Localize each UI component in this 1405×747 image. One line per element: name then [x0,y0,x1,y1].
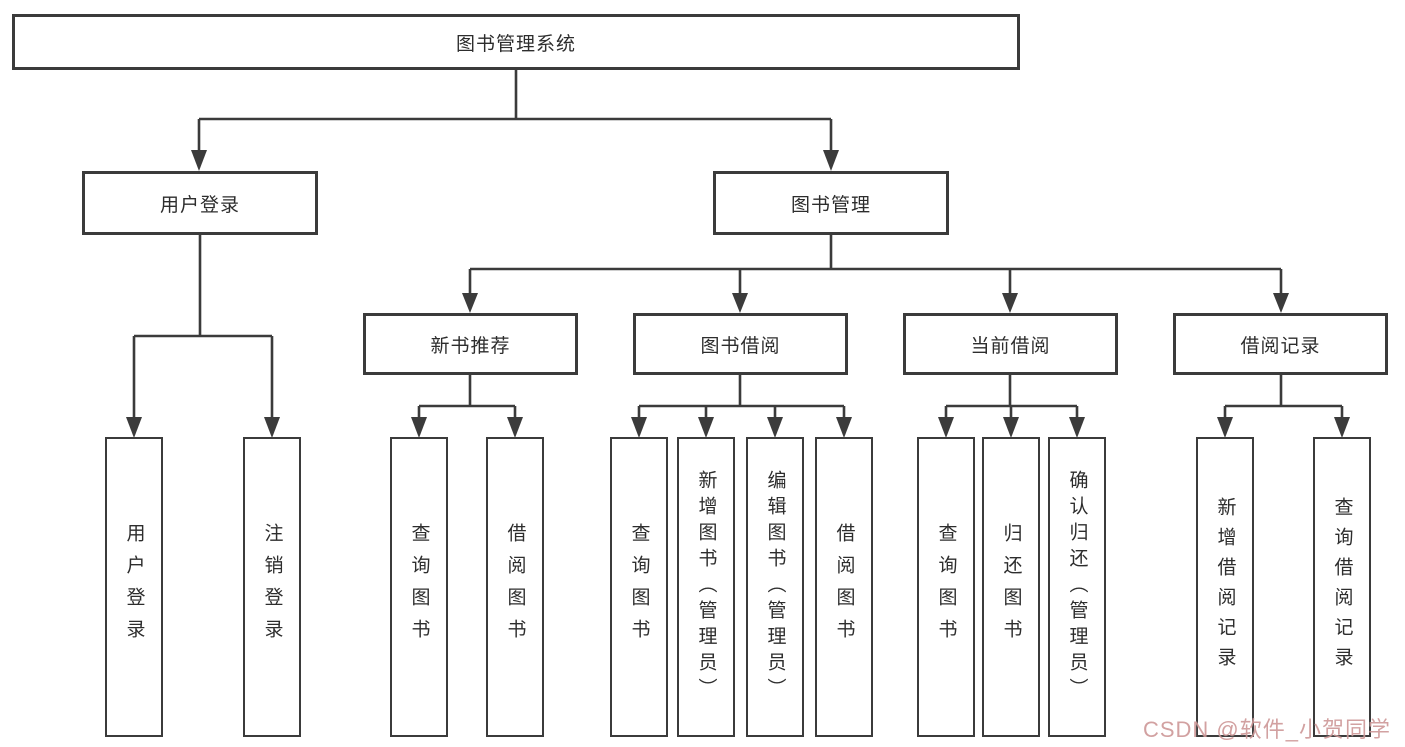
leaf-label: 借阅图书 [833,523,855,651]
node-label: 图书借阅 [700,335,781,357]
leaf-label: 确认归还（管理员） [1066,470,1088,704]
node-label: 新书推荐 [430,335,511,357]
node-root: 图书管理系统 [12,14,1020,70]
arrow-down-icon [191,150,207,171]
leaf-label: 用户登录 [123,523,145,651]
leaf-label: 查询借阅记录 [1331,497,1353,677]
leaf-query-borrow-record: 查询借阅记录 [1313,437,1371,737]
arrow-down-icon [823,150,839,171]
leaf-label: 注销登录 [261,523,283,651]
leaf-edit-book-admin: 编辑图书（管理员） [746,437,804,737]
arrow-down-icon [1217,417,1233,438]
node-current-borrow: 当前借阅 [903,313,1118,375]
leaf-label: 查询图书 [935,523,957,651]
arrow-down-icon [462,293,478,313]
leaf-query-book: 查询图书 [610,437,668,737]
node-book-management: 图书管理 [713,171,949,235]
arrow-down-icon [1273,293,1289,313]
leaf-borrow-book: 借阅图书 [486,437,544,737]
arrow-down-icon [1003,417,1019,438]
node-label: 用户登录 [159,194,240,216]
leaf-label: 查询图书 [628,523,650,651]
leaf-label: 归还图书 [1000,523,1022,651]
arrow-down-icon [767,417,783,438]
arrow-down-icon [507,417,523,438]
node-borrow-record: 借阅记录 [1173,313,1388,375]
arrow-down-icon [411,417,427,438]
arrow-down-icon [938,417,954,438]
leaf-label: 查询图书 [408,523,430,651]
node-label: 当前借阅 [970,335,1051,357]
node-label: 借阅记录 [1240,335,1321,357]
arrow-down-icon [126,417,142,438]
arrow-down-icon [264,417,280,438]
arrow-down-icon [1069,417,1085,438]
leaf-return-book: 归还图书 [982,437,1040,737]
leaf-query-book: 查询图书 [917,437,975,737]
arrow-down-icon [1334,417,1350,438]
tree-edges [132,70,1344,419]
leaf-confirm-return-admin: 确认归还（管理员） [1048,437,1106,737]
arrow-down-icon [631,417,647,438]
node-label: 图书管理 [790,194,871,216]
node-new-book-recommend: 新书推荐 [363,313,578,375]
leaf-logout: 注销登录 [243,437,301,737]
leaf-user-login: 用户登录 [105,437,163,737]
node-book-borrow: 图书借阅 [633,313,848,375]
leaf-label: 新增借阅记录 [1214,497,1236,677]
leaf-label: 借阅图书 [504,523,526,651]
arrow-down-icon [836,417,852,438]
arrowheads [126,150,1350,438]
arrow-down-icon [1002,293,1018,313]
leaf-query-book: 查询图书 [390,437,448,737]
arrow-down-icon [698,417,714,438]
leaf-label: 新增图书（管理员） [695,470,717,704]
leaf-borrow-book: 借阅图书 [815,437,873,737]
leaf-add-book-admin: 新增图书（管理员） [677,437,735,737]
leaf-add-borrow-record: 新增借阅记录 [1196,437,1254,737]
leaf-label: 编辑图书（管理员） [764,470,786,704]
arrow-down-icon [732,293,748,313]
node-user-login: 用户登录 [82,171,318,235]
node-root-label: 图书管理系统 [455,33,576,55]
